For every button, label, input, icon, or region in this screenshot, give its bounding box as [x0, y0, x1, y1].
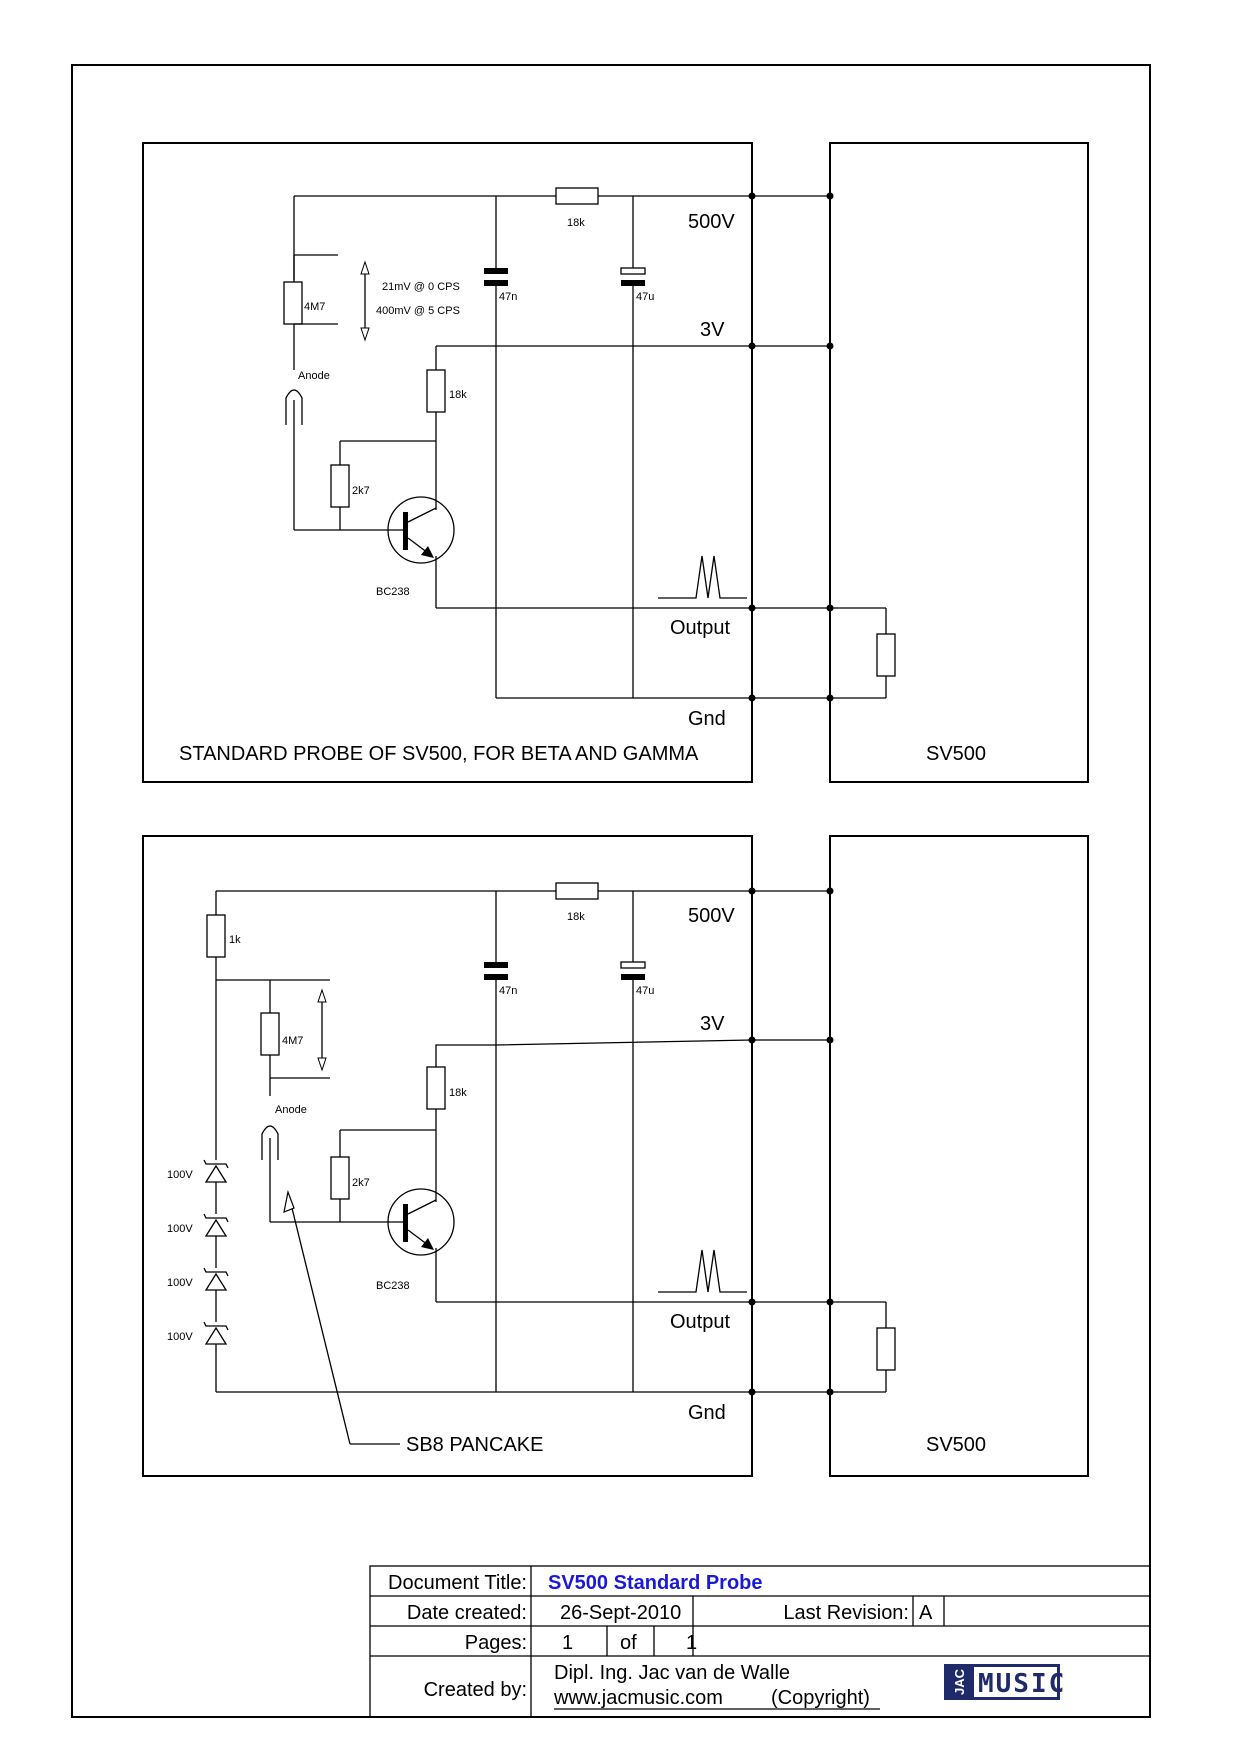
- pages-label: Pages:: [465, 1632, 527, 1654]
- page-total: 1: [686, 1632, 697, 1654]
- jacmusic-logo: JAC MUSIC: [944, 1664, 1066, 1700]
- label-signal-low: 21mV @ 0 CPS: [382, 281, 460, 293]
- label-18k-collector-bottom: 18k: [449, 1087, 467, 1099]
- collector-resistor-top: [426, 369, 446, 413]
- base-resistor-bottom: [330, 1156, 350, 1200]
- zener-4-bottom: [203, 1321, 229, 1345]
- label-4m7-bottom: 4M7: [282, 1035, 303, 1047]
- label-bc238-top: BC238: [376, 586, 410, 598]
- doc-title-label: Document Title:: [388, 1572, 527, 1594]
- label-signal-high: 400mV @ 5 CPS: [376, 305, 460, 317]
- series-resistor-bottom: [555, 882, 599, 900]
- page-number: 1: [562, 1632, 573, 1654]
- label-gnd-bottom: Gnd: [688, 1402, 726, 1424]
- zener-3-bottom: [203, 1267, 229, 1291]
- probe-box-bottom: [142, 835, 753, 1477]
- label-gnd-top: Gnd: [688, 708, 726, 730]
- schematic-top: 18k 500V 47n 47u 4M7 21mV @ 0 CPS 400mV …: [142, 142, 1089, 783]
- label-zener-4: 100V: [167, 1331, 193, 1343]
- meter-box-top: [829, 142, 1089, 783]
- label-sv500-top: SV500: [926, 743, 986, 765]
- label-500v-bottom: 500V: [688, 905, 735, 927]
- revision-label: Last Revision:: [783, 1602, 909, 1624]
- label-zener-3: 100V: [167, 1277, 193, 1289]
- label-zener-1: 100V: [167, 1169, 193, 1181]
- input-resistor-bottom: [206, 914, 226, 958]
- label-bc238-bottom: BC238: [376, 1280, 410, 1292]
- base-resistor-top: [330, 464, 350, 508]
- title-block: Document Title: SV500 Standard Probe Dat…: [369, 1565, 1151, 1718]
- date-value: 26-Sept-2010: [560, 1602, 681, 1624]
- schematic-bottom: 18k 500V 1k 47n 47u 3V 4M7 18k Anode 2k7…: [142, 835, 1089, 1477]
- meter-resistor-bottom: [876, 1327, 896, 1371]
- collector-resistor-bottom: [426, 1066, 446, 1110]
- caption-top: STANDARD PROBE OF SV500, FOR BETA AND GA…: [179, 743, 699, 765]
- label-47u-bottom: 47u: [636, 985, 654, 997]
- transistor-top: [387, 496, 455, 564]
- label-output-top: Output: [670, 617, 730, 639]
- label-anode-top: Anode: [298, 370, 330, 382]
- of-label: of: [620, 1632, 637, 1654]
- label-zener-2: 100V: [167, 1223, 193, 1235]
- series-resistor-top: [555, 187, 599, 205]
- website[interactable]: www.jacmusic.com: [553, 1687, 723, 1709]
- label-sv500-bottom: SV500: [926, 1434, 986, 1456]
- copyright: (Copyright): [771, 1687, 870, 1709]
- logo-music: MUSIC: [978, 1669, 1066, 1699]
- anode-resistor-bottom: [260, 1012, 280, 1056]
- label-2k7-top: 2k7: [352, 485, 370, 497]
- label-output-bottom: Output: [670, 1311, 730, 1333]
- doc-title: SV500 Standard Probe: [548, 1572, 763, 1594]
- label-2k7-bottom: 2k7: [352, 1177, 370, 1189]
- logo-jac: JAC: [952, 1668, 967, 1695]
- probe-box-top: [142, 142, 753, 783]
- label-3v-bottom: 3V: [700, 1013, 725, 1035]
- label-3v-top: 3V: [700, 319, 725, 341]
- meter-resistor-top: [876, 633, 896, 677]
- meter-box-bottom: [829, 835, 1089, 1477]
- date-label: Date created:: [407, 1602, 527, 1624]
- label-18k-series-top: 18k: [567, 217, 585, 229]
- label-500v-top: 500V: [688, 211, 735, 233]
- created-by-label: Created by:: [424, 1679, 527, 1701]
- revision-value: A: [919, 1602, 933, 1624]
- label-sb8-pancake: SB8 PANCAKE: [406, 1434, 543, 1456]
- label-4m7-top: 4M7: [304, 301, 325, 313]
- anode-resistor-top: [283, 281, 303, 325]
- label-18k-collector-top: 18k: [449, 389, 467, 401]
- label-18k-series-bottom: 18k: [567, 911, 585, 923]
- label-1k-bottom: 1k: [229, 934, 241, 946]
- label-anode-bottom: Anode: [275, 1104, 307, 1116]
- label-47u-top: 47u: [636, 291, 654, 303]
- transistor-bottom: [387, 1188, 455, 1256]
- author: Dipl. Ing. Jac van de Walle: [554, 1662, 790, 1684]
- zener-1-bottom: [203, 1159, 229, 1183]
- label-47n-top: 47n: [499, 291, 517, 303]
- zener-2-bottom: [203, 1213, 229, 1237]
- label-47n-bottom: 47n: [499, 985, 517, 997]
